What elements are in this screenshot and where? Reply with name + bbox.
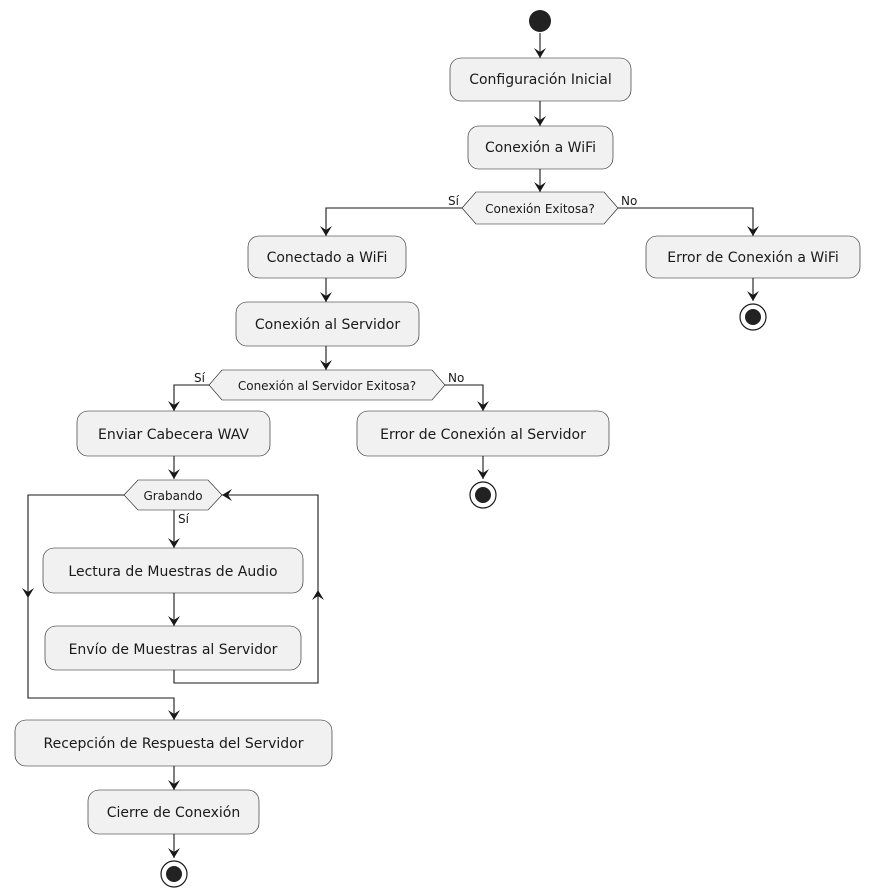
arrowhead bbox=[747, 291, 759, 301]
edges bbox=[22, 33, 759, 858]
edge-loop-back bbox=[173, 494, 319, 684]
branch-label-loop-yes: Sí bbox=[178, 512, 190, 526]
arrowhead bbox=[312, 590, 324, 600]
arrowhead bbox=[168, 848, 180, 858]
arrowhead bbox=[477, 469, 489, 479]
node-read-samples: Lectura de Muestras de Audio bbox=[42, 547, 304, 594]
decision-server-success: Conexión al Servidor Exitosa? bbox=[208, 369, 446, 401]
node-connected-wifi: Conectado a WiFi bbox=[247, 235, 407, 279]
node-label: Configuración Inicial bbox=[469, 72, 612, 88]
edge-server-yes bbox=[173, 384, 209, 411]
arrowhead bbox=[477, 401, 489, 411]
decision-label: Conexión al Servidor Exitosa? bbox=[238, 379, 416, 393]
node-label: Error de Conexión a WiFi bbox=[667, 250, 839, 266]
node-wifi: Conexión a WiFi bbox=[467, 125, 614, 170]
decision-label: Conexión Exitosa? bbox=[485, 202, 595, 216]
branch-label-server-no: No bbox=[448, 371, 464, 385]
node-label: Lectura de Muestras de Audio bbox=[68, 564, 277, 580]
node-close-connection: Cierre de Conexión bbox=[87, 789, 260, 835]
node-label: Envío de Muestras al Servidor bbox=[69, 642, 278, 658]
edge-wifi-no bbox=[618, 207, 754, 236]
node-label: Conexión a WiFi bbox=[485, 140, 596, 156]
branch-label-server-yes: Sí bbox=[194, 371, 206, 385]
node-label: Enviar Cabecera WAV bbox=[98, 427, 249, 443]
stop-node-end bbox=[160, 860, 188, 888]
arrowhead bbox=[320, 292, 332, 302]
node-send-header: Enviar Cabecera WAV bbox=[76, 410, 271, 457]
branch-label-wifi-yes: Sí bbox=[448, 194, 460, 208]
node-wifi-error: Error de Conexión a WiFi bbox=[645, 235, 861, 279]
decision-wifi-success: Conexión Exitosa? bbox=[461, 191, 619, 225]
arrowhead bbox=[747, 226, 759, 236]
node-label: Conexión al Servidor bbox=[255, 317, 400, 333]
node-receive-response: Recepción de Respuesta del Servidor bbox=[14, 719, 333, 767]
arrowhead bbox=[168, 469, 180, 479]
node-label: Conectado a WiFi bbox=[267, 250, 388, 266]
decision-label: Grabando bbox=[143, 489, 202, 503]
stop-node-wifi-error bbox=[739, 303, 767, 331]
arrowhead bbox=[534, 182, 546, 192]
branch-label-wifi-no: No bbox=[621, 194, 637, 208]
arrowhead bbox=[222, 489, 232, 501]
arrowhead bbox=[168, 401, 180, 411]
arrowhead bbox=[22, 588, 34, 598]
node-send-samples: Envío de Muestras al Servidor bbox=[44, 625, 302, 671]
node-server-connection: Conexión al Servidor bbox=[235, 301, 420, 347]
edge-loop-exit bbox=[27, 494, 175, 720]
node-label: Error de Conexión al Servidor bbox=[380, 427, 586, 443]
arrowhead bbox=[320, 360, 332, 370]
start-node bbox=[529, 10, 551, 32]
stop-node-server-error bbox=[469, 481, 497, 509]
arrowhead bbox=[168, 538, 180, 548]
arrowhead bbox=[534, 116, 546, 126]
decision-recording-loop: Grabando bbox=[123, 479, 223, 511]
node-label: Cierre de Conexión bbox=[107, 805, 240, 821]
arrowhead bbox=[168, 780, 180, 790]
node-label: Recepción de Respuesta del Servidor bbox=[43, 736, 303, 752]
arrowhead bbox=[168, 710, 180, 720]
node-server-error: Error de Conexión al Servidor bbox=[356, 410, 610, 457]
node-config: Configuración Inicial bbox=[449, 57, 632, 102]
arrowhead bbox=[534, 48, 546, 58]
arrowhead bbox=[168, 616, 180, 626]
edge-wifi-yes bbox=[325, 207, 462, 236]
edge-server-no bbox=[445, 384, 484, 411]
arrowhead bbox=[320, 226, 332, 236]
